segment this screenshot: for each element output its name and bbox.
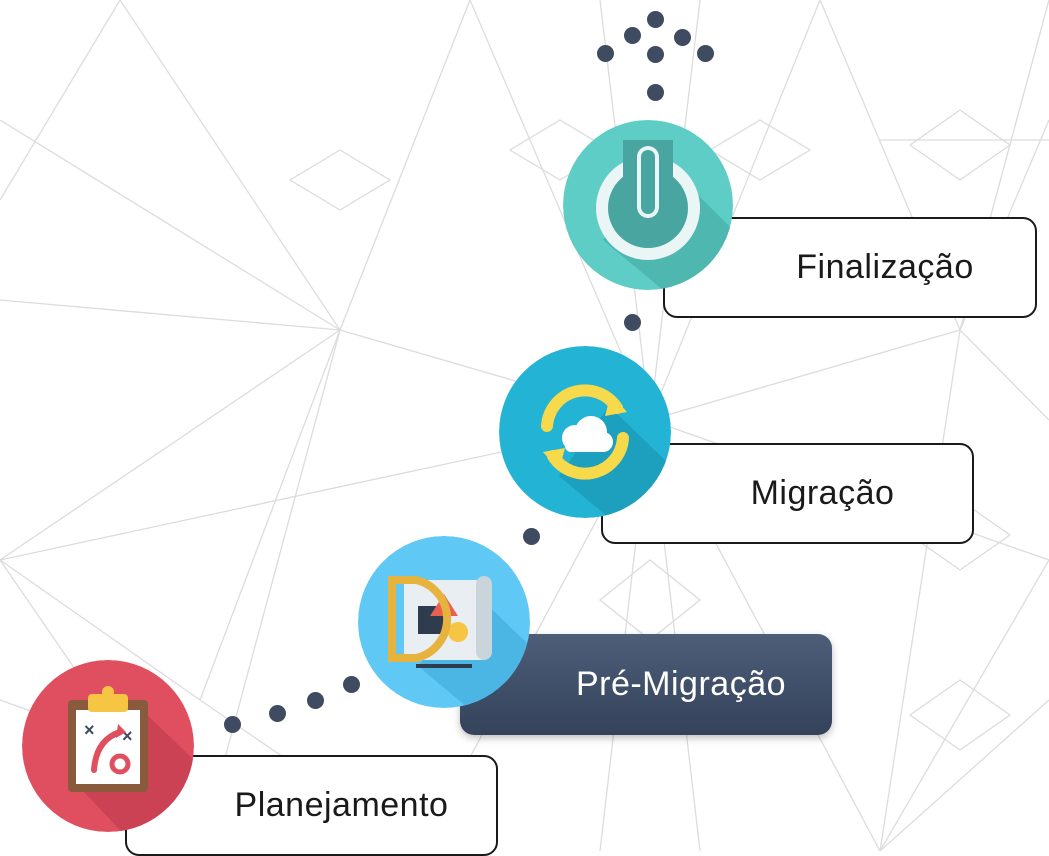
path-dot bbox=[624, 27, 641, 44]
step-circle-finalizacao[interactable] bbox=[563, 120, 733, 290]
step-circle-pre-migracao[interactable] bbox=[358, 536, 530, 708]
cloud-sync-icon bbox=[499, 346, 671, 518]
step-circle-migracao[interactable] bbox=[499, 346, 671, 518]
path-dot bbox=[307, 692, 324, 709]
step-label-text: Finalização bbox=[796, 248, 974, 286]
path-dot bbox=[674, 29, 691, 46]
clipboard-strategy-icon: × × bbox=[22, 660, 194, 832]
step-circle-planejamento[interactable]: × × bbox=[22, 660, 194, 832]
path-dot bbox=[624, 314, 641, 331]
path-dot bbox=[343, 676, 360, 693]
path-dot bbox=[697, 45, 714, 62]
path-dot bbox=[647, 84, 664, 101]
svg-text:×: × bbox=[84, 720, 95, 740]
path-dot bbox=[647, 46, 664, 63]
path-dot bbox=[597, 45, 614, 62]
path-dot bbox=[647, 11, 664, 28]
path-dot bbox=[269, 705, 286, 722]
svg-text:×: × bbox=[122, 726, 133, 746]
path-dot bbox=[224, 716, 241, 733]
step-label-text: Migração bbox=[750, 474, 895, 512]
blueprint-ruler-icon bbox=[358, 536, 530, 708]
step-label-text: Pré-Migração bbox=[575, 665, 787, 703]
power-icon bbox=[563, 120, 733, 290]
path-dot bbox=[523, 528, 540, 545]
step-label-text: Planejamento bbox=[234, 786, 449, 824]
